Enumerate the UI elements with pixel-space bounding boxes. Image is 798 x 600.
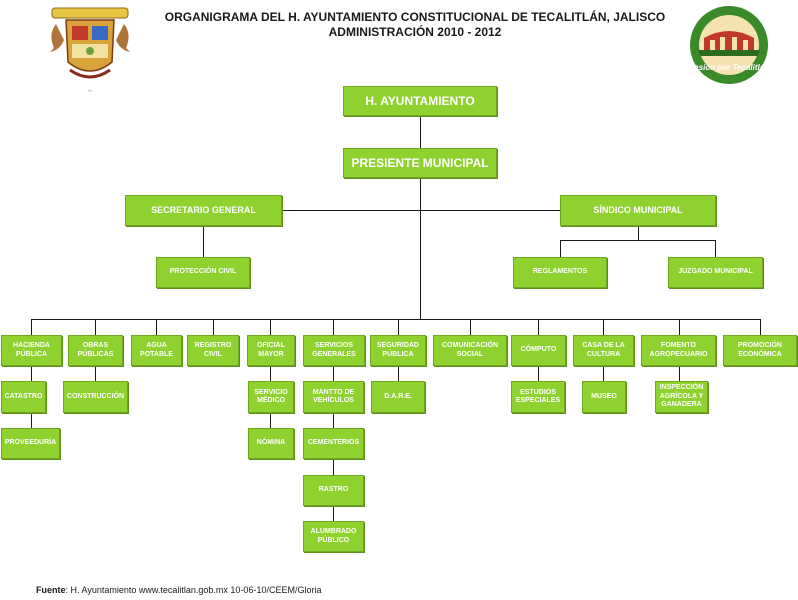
node-juzgado-municipal: JUZGADO MUNICIPAL bbox=[668, 257, 763, 288]
node-h-ayuntamiento: H. AYUNTAMIENTO bbox=[343, 86, 497, 116]
connector-line bbox=[715, 240, 716, 257]
connector-line bbox=[333, 366, 334, 381]
node-hacienda-publica: HACIENDA PÚBLICA bbox=[1, 335, 62, 366]
node-dare: D.A.R.E. bbox=[371, 381, 425, 413]
node-alumbrado-publico: ALUMBRADO PÚBLICO bbox=[303, 521, 364, 552]
connector-line bbox=[420, 116, 421, 148]
source-label: Fuente bbox=[36, 585, 66, 595]
connector-line bbox=[156, 319, 157, 335]
source-footer: Fuente: H. Ayuntamiento www.tecalitlan.g… bbox=[36, 585, 321, 595]
node-inspeccion-agricola: INSPECCIÓN AGRÍCOLA Y GANADERA bbox=[655, 381, 708, 413]
node-servicio-medico: SERVICIO MÉDICO bbox=[248, 381, 294, 413]
node-servicios-generales: SERVICIOS GENERALES bbox=[303, 335, 365, 366]
connector-line bbox=[398, 366, 399, 381]
connector-line bbox=[470, 319, 471, 335]
node-presidente-municipal: PRESIENTE MUNICIPAL bbox=[343, 148, 497, 178]
node-obras-publicas: OBRAS PÚBLICAS bbox=[68, 335, 123, 366]
connector-line bbox=[213, 319, 214, 335]
source-text: : H. Ayuntamiento www.tecalitlan.gob.mx … bbox=[65, 585, 322, 595]
connector-line bbox=[31, 413, 32, 428]
node-registro-civil: REGISTRO CIVIL bbox=[187, 335, 239, 366]
node-proveeduria: PROVEEDURÍA bbox=[1, 428, 60, 459]
node-agua-potable: AGUA POTABLE bbox=[131, 335, 182, 366]
node-oficial-mayor: OFICIAL MAYOR bbox=[247, 335, 295, 366]
svg-text:~: ~ bbox=[88, 89, 92, 95]
node-nomina: NÓMINA bbox=[248, 428, 294, 459]
connector-line bbox=[95, 319, 96, 335]
connector-line bbox=[603, 319, 604, 335]
node-computo: CÓMPUTO bbox=[511, 335, 566, 366]
connector-line bbox=[560, 240, 716, 241]
connector-line bbox=[603, 366, 604, 381]
connector-line bbox=[270, 366, 271, 381]
connector-line bbox=[282, 210, 560, 211]
node-museo: MUSEO bbox=[582, 381, 626, 413]
logo-slogan: Pasión por Tecalitlán bbox=[689, 63, 769, 72]
node-reglamentos: REGLAMENTOS bbox=[513, 257, 607, 288]
connector-line bbox=[270, 319, 271, 335]
connector-line bbox=[679, 319, 680, 335]
chart-title: ORGANIGRAMA DEL H. AYUNTAMIENTO CONSTITU… bbox=[164, 10, 666, 24]
connector-line bbox=[31, 319, 32, 335]
connector-line bbox=[203, 226, 204, 257]
node-comunicacion-social: COMUNICACIÓN SOCIAL bbox=[433, 335, 507, 366]
connector-line bbox=[679, 366, 680, 381]
node-secretario-general: SECRETARIO GENERAL bbox=[125, 195, 282, 226]
connector-line bbox=[333, 413, 334, 428]
node-catastro: CATASTRO bbox=[1, 381, 46, 413]
node-rastro: RASTRO bbox=[303, 475, 364, 506]
connector-line bbox=[538, 366, 539, 381]
node-fomento-agropecuario: FOMENTO AGROPECUARIO bbox=[641, 335, 716, 366]
node-promocion-economica: PROMOCIÓN ECONÓMICA bbox=[723, 335, 797, 366]
connector-line bbox=[560, 240, 561, 257]
connector-line bbox=[538, 319, 539, 335]
chart-subtitle: ADMINISTRACIÓN 2010 - 2012 bbox=[328, 25, 502, 39]
node-sindico-municipal: SÍNDICO MUNICIPAL bbox=[560, 195, 716, 226]
connector-line bbox=[420, 178, 421, 319]
connector-line bbox=[333, 459, 334, 475]
node-estudios-especiales: ESTUDIOS ESPECIALES bbox=[511, 381, 565, 413]
connector-line bbox=[95, 366, 96, 381]
connector-line bbox=[333, 319, 334, 335]
node-seguridad-publica: SEGURIDAD PÚBLICA bbox=[370, 335, 426, 366]
node-construccion: CONSTRUCCIÓN bbox=[63, 381, 128, 413]
coat-of-arms-logo: ~ bbox=[50, 7, 130, 95]
connector-line bbox=[31, 366, 32, 381]
node-proteccion-civil: PROTECCIÓN CIVIL bbox=[156, 257, 250, 288]
connector-line bbox=[31, 319, 761, 320]
connector-line bbox=[270, 413, 271, 428]
node-mantto-vehiculos: MANTTO DE VEHÍCULOS bbox=[303, 381, 364, 413]
connector-line bbox=[760, 319, 761, 335]
node-casa-de-la-cultura: CASA DE LA CULTURA bbox=[573, 335, 634, 366]
node-cementerios: CEMENTERIOS bbox=[303, 428, 364, 459]
connector-line bbox=[638, 226, 639, 240]
pasion-por-tecalitlan-logo: Pasión por Tecalitlán bbox=[689, 6, 769, 84]
connector-line bbox=[398, 319, 399, 335]
connector-line bbox=[333, 506, 334, 521]
